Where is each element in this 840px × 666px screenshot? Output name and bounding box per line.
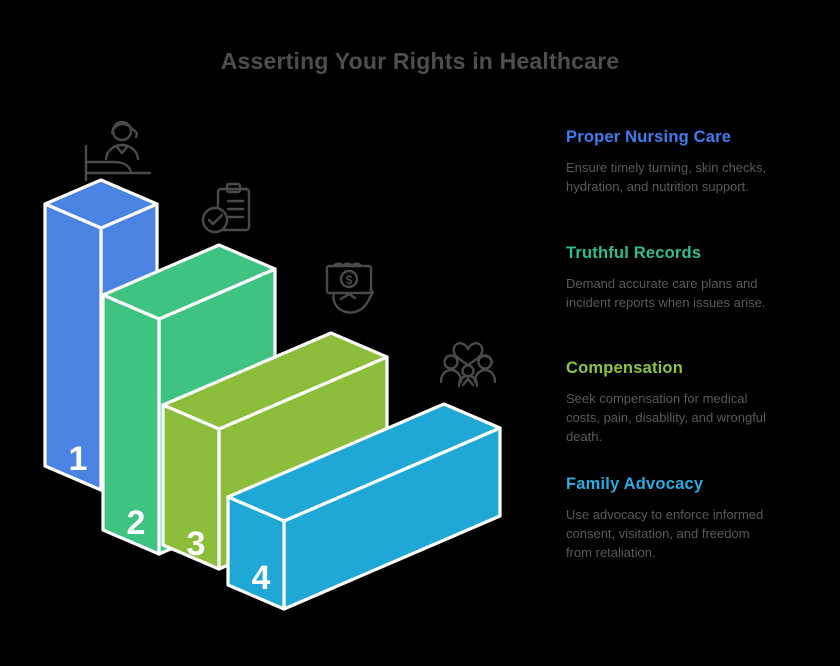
staircase-figure: 1 2 3 4 $ <box>43 120 502 611</box>
step-4-front-face <box>226 495 286 611</box>
step-1-front-face <box>43 202 103 492</box>
legend-section-truthful-records: Truthful Records Demand accurate care pl… <box>566 244 791 312</box>
step-1-number: 1 <box>69 440 88 478</box>
section-heading: Proper Nursing Care <box>566 128 732 146</box>
step-3-number: 3 <box>187 525 206 563</box>
section-description: Seek compensation for medical costs, pai… <box>566 391 766 444</box>
section-heading: Compensation <box>566 359 683 377</box>
step-2-number: 2 <box>127 504 146 542</box>
section-heading: Truthful Records <box>566 244 702 262</box>
section-heading: Family Advocacy <box>566 475 704 493</box>
page-title: Asserting Your Rights in Healthcare <box>220 48 620 74</box>
step-4-number: 4 <box>252 559 271 597</box>
svg-text:$: $ <box>346 273 353 287</box>
step-4-box <box>226 402 502 611</box>
section-description: Demand accurate care plans and incident … <box>566 276 766 310</box>
section-description: Use advocacy to enforce informed consent… <box>566 507 764 560</box>
money-hand-icon: $ <box>325 262 375 314</box>
clipboard-check-icon <box>201 182 251 234</box>
family-heart-icon <box>439 342 497 388</box>
step-3-front-face <box>161 403 221 571</box>
section-description: Ensure timely turning, skin checks, hydr… <box>566 160 767 194</box>
legend-section-family-advocacy: Family Advocacy Use advocacy to enforce … <box>566 475 791 562</box>
nurse-bed-icon <box>84 120 152 182</box>
legend-section-compensation: Compensation Seek compensation for medic… <box>566 359 791 446</box>
step-2-front-face <box>101 293 161 556</box>
legend-section-proper-nursing-care: Proper Nursing Care Ensure timely turnin… <box>566 128 791 196</box>
